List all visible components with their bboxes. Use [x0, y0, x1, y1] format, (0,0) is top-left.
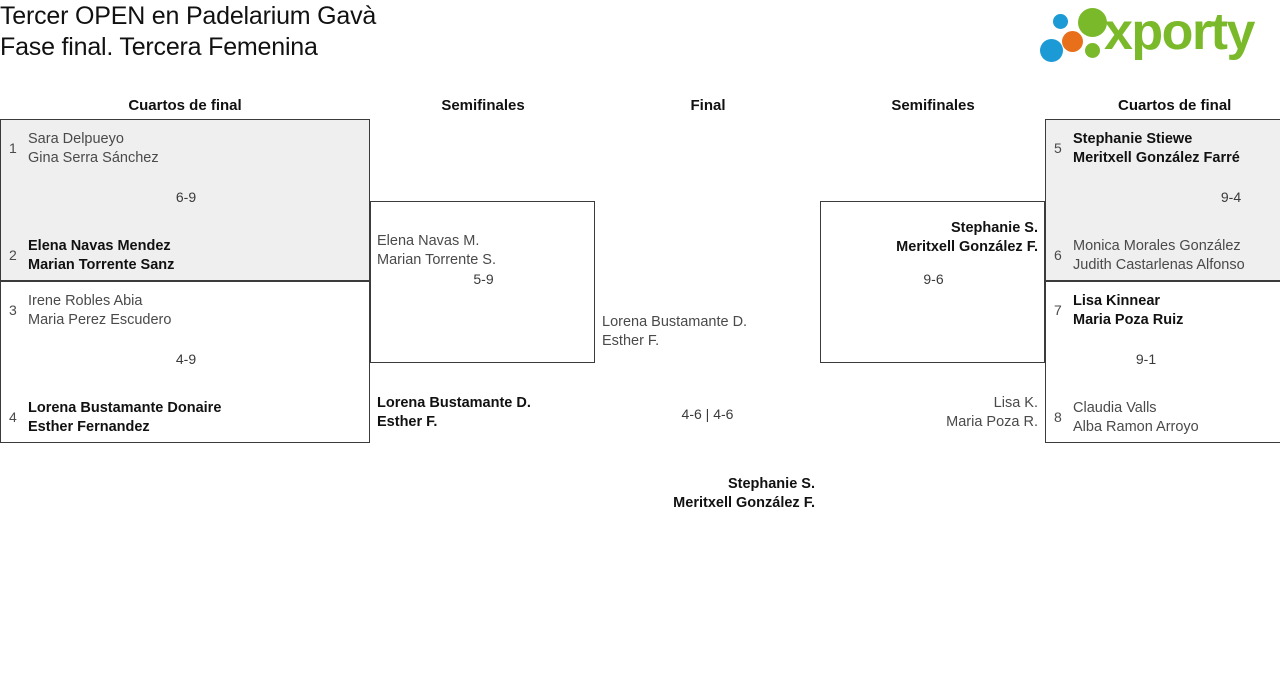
- team-name-line2: Maria Perez Escudero: [28, 312, 172, 328]
- seed-number: 4: [9, 409, 17, 425]
- team-name-line2: Meritxell González Farré: [1073, 150, 1240, 166]
- round-header-semifinals-left: Semifinales: [441, 97, 525, 114]
- team-name-line1: Lisa Kinnear: [1073, 293, 1161, 309]
- sf-right-top-team-line2: Meritxell González F.: [896, 239, 1038, 255]
- seed-number: 3: [9, 302, 17, 318]
- logo-dot-orange-icon: [1062, 31, 1083, 52]
- match-semifinal-right[interactable]: 9-6: [820, 201, 1045, 363]
- sf-right-top-team-line1: Stephanie S.: [950, 220, 1038, 236]
- round-header-quarterfinals-right: Cuartos de final: [1118, 97, 1232, 114]
- match-semifinal-left[interactable]: 5-9: [370, 201, 595, 363]
- team-name-line2: Marian Torrente Sanz: [28, 257, 175, 273]
- team-name-line1: Stephanie Stiewe: [1073, 131, 1193, 147]
- team-name-line2: Gina Serra Sánchez: [28, 150, 159, 166]
- tournament-phase: Fase final. Tercera Femenina: [0, 33, 318, 61]
- team-name-line1: Sara Delpueyo: [28, 131, 124, 147]
- tournament-bracket: Cuartos de final Semifinales Final Semif…: [0, 88, 1280, 648]
- match-score: 4-6 | 4-6: [681, 406, 734, 422]
- page-title: Tercer OPEN en Padelarium Gavà Fase fina…: [0, 1, 376, 63]
- match-score: 5-9: [473, 271, 494, 287]
- seed-number: 7: [1054, 302, 1062, 318]
- logo-dot-green-small-icon: [1085, 43, 1100, 58]
- team-name-line2: Esther Fernandez: [28, 419, 150, 435]
- team-name-line2: Maria Poza Ruiz: [1073, 312, 1184, 328]
- round-header-final: Final: [690, 97, 726, 114]
- sf-left-top-team-line2: Marian Torrente S.: [377, 252, 497, 268]
- match-score: 6-9: [175, 189, 197, 205]
- match-score: 9-4: [1220, 189, 1242, 205]
- logo-dot-blue-small-icon: [1053, 14, 1068, 29]
- final-bottom-team-line2: Meritxell González F.: [673, 495, 815, 511]
- logo-dot-blue-large-icon: [1040, 39, 1063, 62]
- sf-left-bottom-team-line1: Lorena Bustamante D.: [377, 395, 531, 411]
- seed-number: 1: [9, 140, 17, 156]
- final-top-team-line2: Esther F.: [602, 333, 660, 349]
- sf-right-bottom-team-line2: Maria Poza R.: [946, 414, 1038, 430]
- xporty-logo[interactable]: xporty: [1040, 3, 1272, 66]
- seed-number: 5: [1054, 140, 1062, 156]
- team-name-line1: Claudia Valls: [1073, 400, 1157, 416]
- seed-number: 8: [1054, 409, 1062, 425]
- team-name-line2: Alba Ramon Arroyo: [1073, 419, 1199, 435]
- final-top-team-line1: Lorena Bustamante D.: [602, 314, 748, 330]
- round-header-quarterfinals-left: Cuartos de final: [128, 97, 242, 114]
- match-score: 4-9: [175, 351, 197, 367]
- team-name-line1: Irene Robles Abia: [28, 293, 143, 309]
- logo-dot-green-large-icon: [1078, 8, 1107, 37]
- match-quarterfinal-4[interactable]: 7 Lisa Kinnear Maria Poza Ruiz 9-1 8 Cla…: [1045, 281, 1280, 443]
- sf-right-bottom-team-line1: Lisa K.: [993, 395, 1038, 411]
- match-quarterfinal-1[interactable]: 1 Sara Delpueyo Gina Serra Sánchez 6-9 2…: [0, 119, 370, 281]
- seed-number: 2: [9, 247, 17, 263]
- team-name-line1: Monica Morales González: [1073, 238, 1241, 254]
- page-header: Tercer OPEN en Padelarium Gavà Fase fina…: [0, 0, 1280, 88]
- match-score: 9-1: [1135, 351, 1157, 367]
- logo-wordmark: xporty: [1104, 3, 1255, 61]
- match-final[interactable]: 4-6 | 4-6: [595, 201, 820, 422]
- match-quarterfinal-3[interactable]: 5 Stephanie Stiewe Meritxell González Fa…: [1045, 119, 1280, 281]
- match-quarterfinal-2[interactable]: 3 Irene Robles Abia Maria Perez Escudero…: [0, 281, 370, 443]
- logo-dots-icon: [1040, 6, 1108, 64]
- team-name-line2: Judith Castarlenas Alfonso: [1073, 257, 1245, 273]
- tournament-name: Tercer OPEN en Padelarium Gavà: [0, 2, 377, 30]
- round-header-semifinals-right: Semifinales: [891, 97, 975, 114]
- team-name-line1: Lorena Bustamante Donaire: [28, 400, 222, 416]
- final-bottom-team-line1: Stephanie S.: [727, 476, 815, 492]
- team-name-line1: Elena Navas Mendez: [28, 238, 171, 254]
- sf-left-bottom-team-line2: Esther F.: [377, 414, 438, 430]
- sf-left-top-team-line1: Elena Navas M.: [377, 233, 480, 249]
- match-score: 9-6: [923, 271, 944, 287]
- seed-number: 6: [1054, 247, 1062, 263]
